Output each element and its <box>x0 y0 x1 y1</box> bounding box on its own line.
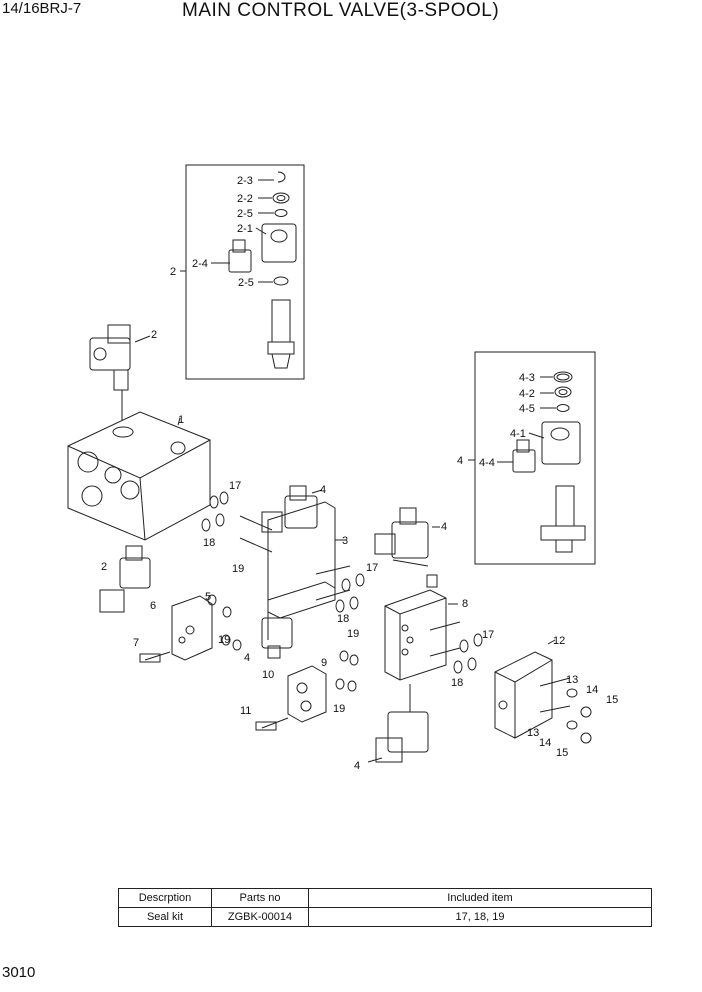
callout-19b: 19 <box>218 634 230 646</box>
page-number: 3010 <box>2 964 36 981</box>
callout-2-2: 2-2 <box>237 193 253 205</box>
solenoid-valve-4b <box>374 507 440 567</box>
callout-18b: 18 <box>337 613 349 625</box>
callout-8: 8 <box>462 598 468 610</box>
callout-7: 7 <box>133 637 139 649</box>
callout-4d: 4 <box>354 760 360 772</box>
valve-stack-3 <box>239 485 351 659</box>
callout-3: 3 <box>342 535 348 547</box>
end-plate-12 <box>494 639 592 744</box>
callout-15b: 15 <box>556 747 568 759</box>
cell-parts-no: ZGBK-00014 <box>211 907 309 927</box>
header-description: Descrption <box>118 888 212 908</box>
header-included-item: Included item <box>308 888 652 908</box>
callout-17a: 17 <box>229 480 241 492</box>
callout-19c: 19 <box>347 628 359 640</box>
cell-description: Seal kit <box>118 907 212 927</box>
callout-5: 5 <box>205 591 211 603</box>
solenoid-parts-4 <box>468 371 586 553</box>
detail-box-4 <box>474 351 596 565</box>
valve-block-10 <box>255 665 327 731</box>
callout-2-5: 2-5 <box>237 208 253 220</box>
seal-kit-table: Descrption Parts no Included item Seal k… <box>118 888 652 927</box>
callout-6: 6 <box>150 600 156 612</box>
callout-2-5b: 2-5 <box>238 277 254 289</box>
callout-14a: 14 <box>586 684 598 696</box>
solenoid-parts-2 <box>180 171 297 369</box>
callout-4-box: 4 <box>457 455 463 467</box>
callout-17b: 17 <box>366 562 378 574</box>
valve-block-6 <box>99 545 213 663</box>
callout-13a: 13 <box>566 674 578 686</box>
callout-10: 10 <box>262 669 274 681</box>
detail-box-2 <box>185 164 305 380</box>
callout-4c: 4 <box>244 652 250 664</box>
callout-14b: 14 <box>539 737 551 749</box>
callout-18c: 18 <box>451 677 463 689</box>
callout-9: 9 <box>321 657 327 669</box>
callout-4b: 4 <box>441 521 447 533</box>
callout-2-box: 2 <box>170 266 176 278</box>
table-header-row: Descrption Parts no Included item <box>118 888 652 908</box>
valve-block-1 <box>67 411 211 541</box>
o-rings <box>201 491 483 692</box>
callout-19a: 19 <box>232 563 244 575</box>
callout-4-1: 4-1 <box>510 428 526 440</box>
callout-4a: 4 <box>320 484 326 496</box>
callout-1: 1 <box>178 414 184 426</box>
solenoid-valve-2 <box>89 324 151 420</box>
exploded-parts-diagram: 2-3 2-2 2-5 2-1 2-4 2 2-5 2 4-3 4-2 4-5 … <box>67 164 618 772</box>
callout-2-4: 2-4 <box>192 258 208 270</box>
callout-19d: 19 <box>333 703 345 715</box>
table-row: Seal kit ZGBK-00014 17, 18, 19 <box>118 907 652 927</box>
callout-17c: 17 <box>482 629 494 641</box>
model-code: 14/16BRJ-7 <box>2 0 82 17</box>
callout-2-1: 2-1 <box>237 223 253 235</box>
callout-11: 11 <box>240 705 251 717</box>
callout-2-3: 2-3 <box>237 175 253 187</box>
callout-4-2: 4-2 <box>519 388 535 400</box>
callout-4-4: 4-4 <box>479 457 495 469</box>
callout-2b: 2 <box>101 561 107 573</box>
callout-2-solenoid: 2 <box>151 329 157 341</box>
header-parts-no: Parts no <box>211 888 309 908</box>
callout-13b: 13 <box>527 727 539 739</box>
solenoid-valve-4d <box>367 684 429 763</box>
callout-15a: 15 <box>606 694 618 706</box>
callout-12: 12 <box>553 635 565 647</box>
valve-block-8 <box>384 574 461 681</box>
page-title: MAIN CONTROL VALVE(3-SPOOL) <box>182 0 500 21</box>
cell-included-item: 17, 18, 19 <box>308 907 652 927</box>
callout-4-3: 4-3 <box>519 372 535 384</box>
callout-18a: 18 <box>203 537 215 549</box>
callout-4-5: 4-5 <box>519 403 535 415</box>
